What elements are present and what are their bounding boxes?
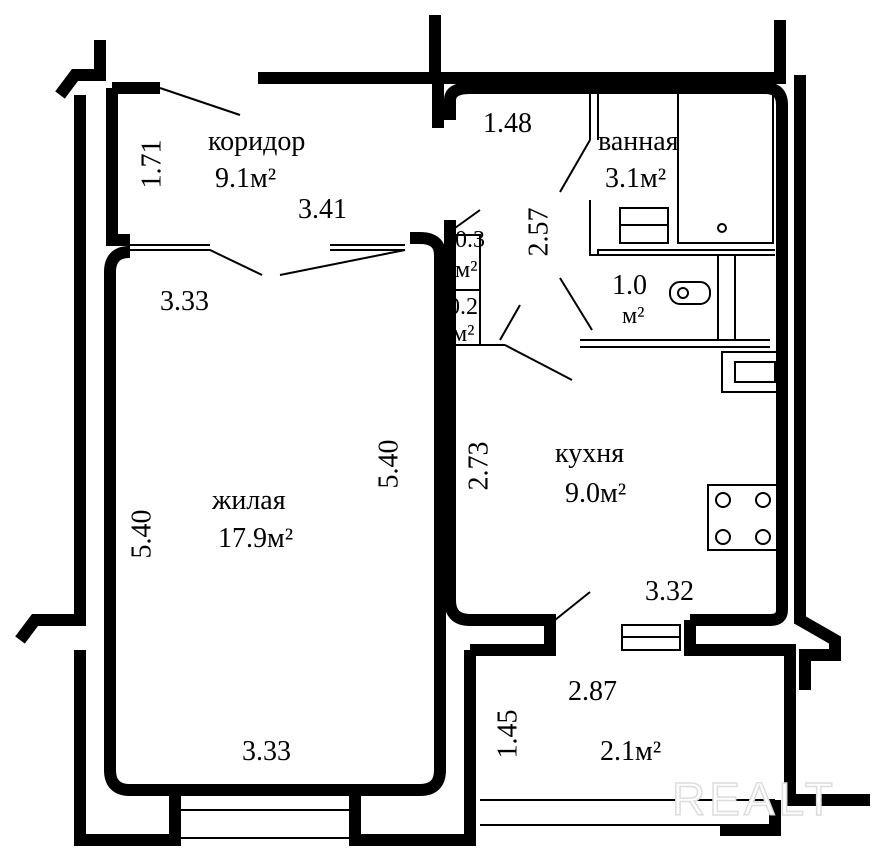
living-area: 17.9м² [218, 523, 294, 554]
dim-corridor-width: 3.41 [298, 194, 347, 225]
bathroom-name: ванная [598, 126, 679, 157]
dim-living-bottom: 3.33 [242, 736, 291, 767]
toilet-area: 1.0 [612, 270, 647, 301]
kitchen-area: 9.0м² [565, 478, 627, 509]
bathroom-area: 3.1м² [605, 163, 667, 194]
toilet-unit: м² [622, 303, 645, 329]
dim-living-left: 5.40 [126, 509, 158, 559]
dim-kitchen-left: 2.73 [463, 441, 495, 491]
kitchen-name: кухня [555, 438, 625, 469]
dim-corridor-height: 1.71 [136, 139, 168, 189]
door-swings [130, 87, 593, 621]
balcony-area: 2.1м² [600, 736, 662, 767]
closet1-unit: м² [455, 257, 478, 283]
corridor-name: коридор [208, 126, 306, 157]
dim-living-top: 3.33 [160, 286, 209, 317]
watermark-logo: REALT [671, 772, 837, 826]
dim-kitchen-bottom: 3.32 [645, 576, 694, 607]
interior-fixtures [455, 90, 779, 651]
living-name: жилая [212, 485, 286, 516]
dim-bath-side: 2.57 [523, 207, 555, 257]
closet2-area: 0.2 [448, 294, 478, 320]
dim-balcony-width: 2.87 [568, 676, 617, 707]
dim-balcony-depth: 1.45 [492, 709, 524, 759]
closet1-area: 0.3 [455, 227, 485, 253]
closet2-unit: м² [452, 321, 475, 347]
corridor-area: 9.1м² [215, 163, 277, 194]
dim-living-right: 5.40 [373, 439, 405, 489]
dim-hall-top: 1.48 [483, 108, 532, 139]
walls [15, 15, 870, 846]
